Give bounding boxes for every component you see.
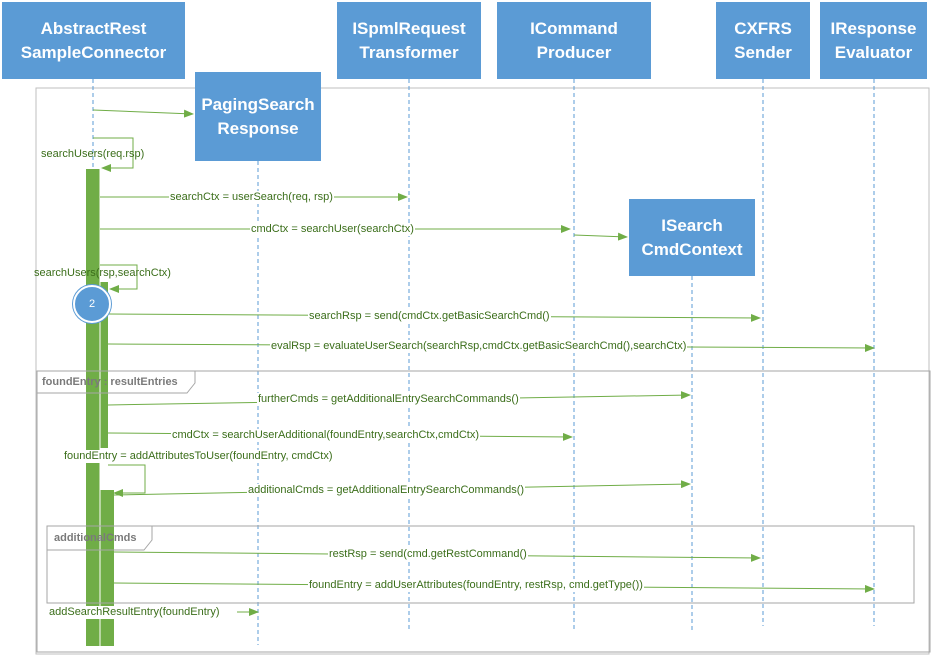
frame-found-entry	[36, 370, 931, 653]
participant-abstract-rest: AbstractRest SampleConnector	[2, 2, 185, 79]
activation-nested-2	[100, 490, 114, 646]
msg-m3-label: cmdCtx = searchUser(searchCtx)	[250, 223, 415, 236]
msg-m10-label: additionalCmds = getAdditionalEntrySearc…	[247, 484, 526, 497]
activation-nested-1	[94, 282, 108, 448]
msg-m2-label: searchCtx = userSearch(req, rsp)	[169, 191, 334, 204]
participant-isearch-cmdcontext-line2: CmdContext	[641, 239, 743, 259]
participant-ispml-transformer: ISpmlRequest Transformer	[337, 2, 481, 79]
participant-isearch-cmdcontext-line1: ISearch	[661, 215, 723, 235]
frame-found-entry-tab	[37, 370, 196, 394]
msg-m4-label: searchUsers(rsp,searchCtx)	[34, 267, 171, 279]
msg-m13-label: addSearchResultEntry(foundEntry)	[48, 606, 221, 619]
participant-iresponse-evaluator: IResponse Evaluator	[820, 2, 927, 79]
participant-iresponse-evaluator-line1: IResponse	[830, 18, 917, 38]
msg-m1-label: searchUsers(req.rsp)	[41, 148, 145, 160]
msg-create-paging-search	[92, 109, 194, 118]
msg-m9-label: foundEntry = addAttributesToUser(foundEn…	[63, 450, 334, 463]
msg-m7-label: furtherCmds = getAdditionalEntrySearchCo…	[257, 393, 520, 406]
msg-m6-label: evalRsp = evaluateUserSearch(searchRsp,c…	[270, 340, 688, 353]
msg-m5-label: searchRsp = send(cmdCtx.getBasicSearchCm…	[308, 310, 551, 323]
step-badge: 2	[73, 285, 111, 323]
frame-additional-cmds-tab	[47, 525, 153, 551]
msg-m4-self	[100, 264, 138, 293]
participant-paging-search: PagingSearch Response	[195, 72, 321, 161]
participant-cxfrs-sender-line2: Sender	[734, 42, 792, 62]
participant-abstract-rest-line1: AbstractRest	[40, 18, 147, 38]
participant-icommand-producer-line1: ICommand	[530, 18, 618, 38]
participant-paging-search-line2: Response	[217, 118, 299, 138]
msg-m9-self	[108, 464, 146, 497]
participant-iresponse-evaluator-line2: Evaluator	[834, 42, 913, 62]
participant-cxfrs-sender: CXFRS Sender	[716, 2, 810, 79]
msg-m8-label: cmdCtx = searchUserAdditional(foundEntry…	[171, 429, 480, 442]
participant-paging-search-line1: PagingSearch	[201, 94, 315, 114]
participant-icommand-producer: ICommand Producer	[497, 2, 651, 79]
participant-isearch-cmdcontext: ISearch CmdContext	[629, 199, 755, 276]
frame-additional-cmds	[46, 525, 915, 604]
participant-abstract-rest-line2: SampleConnector	[20, 42, 167, 62]
participant-cxfrs-sender-line1: CXFRS	[734, 18, 792, 38]
participant-ispml-transformer-line1: ISpmlRequest	[352, 18, 466, 38]
frame-additional-cmds-title: additionalCmds	[54, 532, 137, 544]
msg-create-isearch	[573, 232, 628, 241]
frame-found-entry-title: foundEntry : resultEntries	[42, 376, 178, 388]
participant-ispml-transformer-line2: Transformer	[359, 42, 459, 62]
participant-icommand-producer-line2: Producer	[536, 42, 612, 62]
msg-m12-label: foundEntry = addUserAttributes(foundEntr…	[308, 579, 644, 592]
msg-m1-self	[93, 137, 134, 172]
msg-m11-label: restRsp = send(cmd.getRestCommand()	[328, 548, 528, 561]
